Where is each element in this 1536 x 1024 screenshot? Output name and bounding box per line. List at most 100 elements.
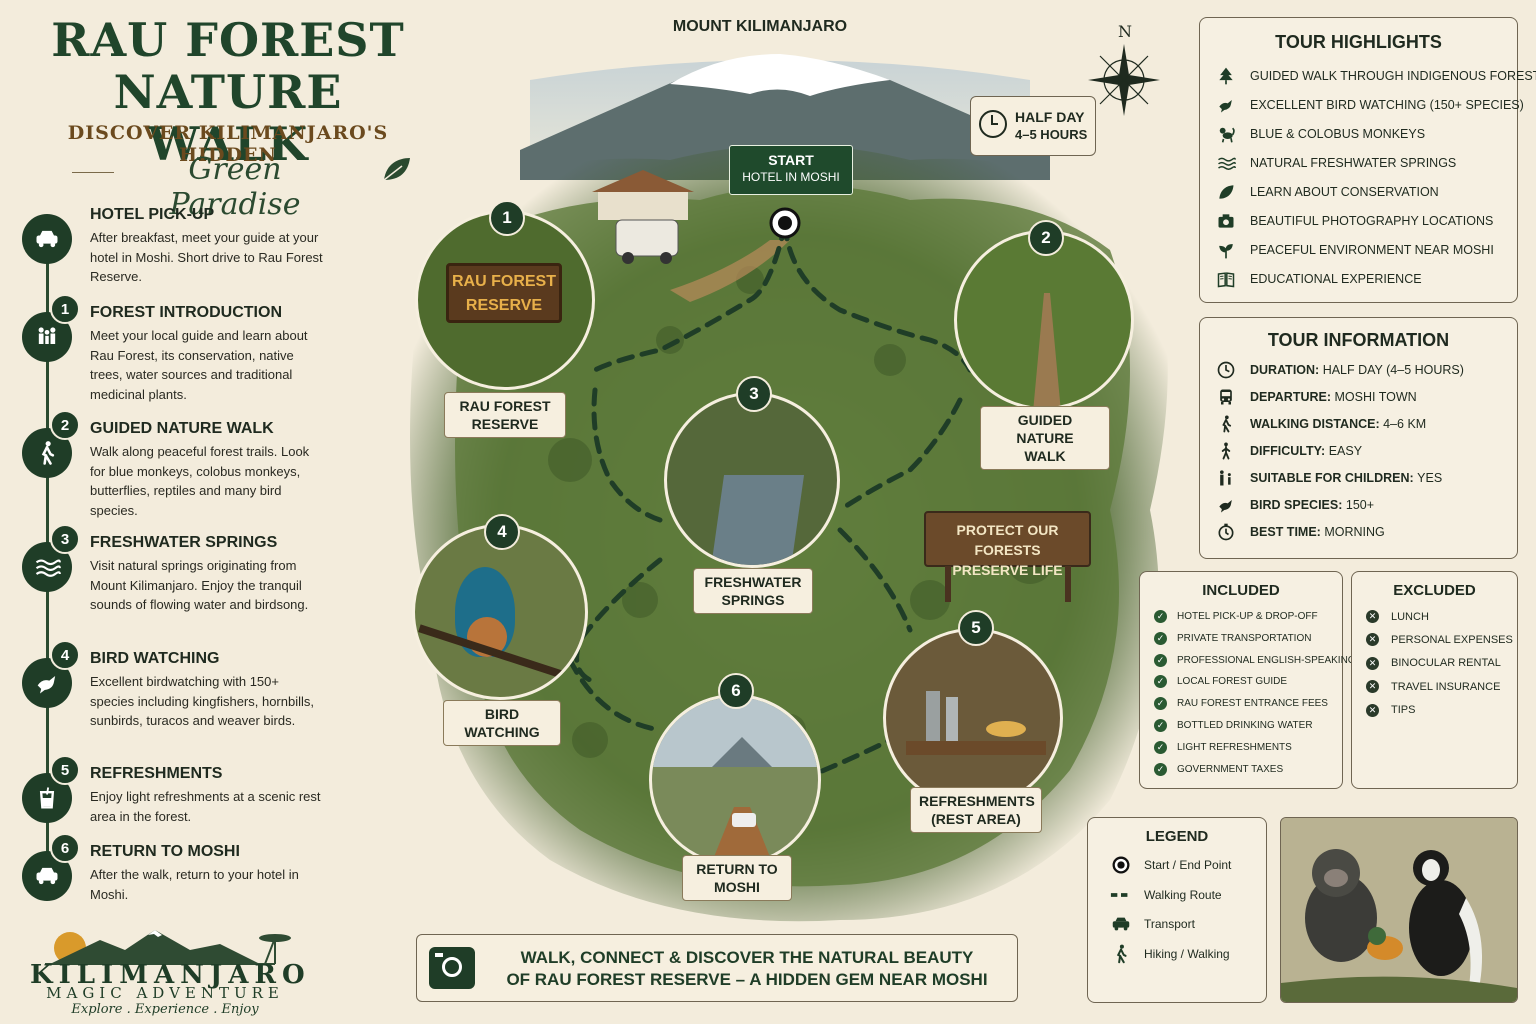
protect-sign: PROTECT OUR FORESTS PRESERVE LIFE	[925, 520, 1090, 580]
excluded-item: ✕TRAVEL INSURANCE	[1366, 680, 1500, 694]
info-value: 4–6 KM	[1383, 417, 1427, 431]
highlight-text: PEACEFUL ENVIRONMENT NEAR MOSHI	[1250, 243, 1494, 257]
duration-badge: HALF DAY 4–5 HOURS	[970, 96, 1096, 156]
stop-photo	[412, 524, 588, 700]
stop-label-line-2: WATCHING	[464, 724, 540, 740]
included-item: ✓LOCAL FOREST GUIDE	[1154, 675, 1287, 689]
plant-icon	[1216, 240, 1236, 260]
info-label: DIFFICULTY:	[1250, 444, 1326, 458]
legend-text: Hiking / Walking	[1144, 946, 1230, 961]
tagline: Green Paradise	[169, 152, 301, 222]
step-desc: Excellent birdwatching with 150+ species…	[90, 674, 315, 728]
cross-icon: ✕	[1366, 680, 1379, 694]
walker-icon	[1216, 441, 1236, 461]
info-value: MOSHI TOWN	[1334, 390, 1417, 404]
hiker-icon	[1108, 943, 1134, 965]
stop-photo	[649, 694, 821, 866]
info-item: SUITABLE FOR CHILDREN: YES	[1216, 468, 1442, 488]
excluded-text: LUNCH	[1391, 610, 1429, 623]
stop-photo: RAU FOREST RESERVE	[415, 210, 595, 390]
info-label: DEPARTURE:	[1250, 390, 1332, 404]
legend-text: Start / End Point	[1144, 858, 1232, 872]
brand-logo: KILIMANJARO MAGIC ADVENTURE Explore . Ex…	[30, 918, 320, 1018]
highlight-text: EXCELLENT BIRD WATCHING (150+ SPECIES)	[1250, 98, 1524, 112]
family-icon	[1216, 468, 1236, 488]
info-item: DIFFICULTY: EASY	[1216, 441, 1362, 461]
check-icon: ✓	[1154, 740, 1167, 754]
duration-badge-line-1: HALF DAY	[1015, 109, 1085, 125]
cross-icon: ✕	[1366, 610, 1379, 623]
start-sub: HOTEL IN MOSHI	[742, 170, 840, 184]
stop-label-line-2: (REST AREA)	[931, 811, 1021, 827]
stop-number: 6	[718, 673, 754, 709]
car-icon	[22, 214, 72, 264]
info-label: WALKING DISTANCE:	[1250, 417, 1380, 431]
included-text: PROFESSIONAL ENGLISH-SPEAKING GUIDE	[1177, 654, 1391, 666]
legend-item: Walking Route	[1108, 884, 1222, 906]
sign-line-1: PROTECT OUR FORESTS	[956, 522, 1059, 558]
included-item: ✓BOTTLED DRINKING WATER	[1154, 719, 1313, 732]
reserve-sign-line-2: RESERVE	[465, 297, 543, 314]
highlight-item: NATURAL FRESHWATER SPRINGS	[1216, 153, 1456, 173]
highlight-item: EDUCATIONAL EXPERIENCE	[1216, 269, 1422, 289]
stop-number: 1	[489, 200, 525, 236]
bottom-banner: WALK, CONNECT & DISCOVER THE NATURAL BEA…	[416, 934, 1018, 1002]
step-desc: Enjoy light refreshments at a scenic res…	[90, 789, 321, 824]
stop-label-line-1: BIRD	[484, 706, 520, 722]
included-panel: INCLUDED ✓HOTEL PICK-UP & DROP-OFF✓PRIVA…	[1139, 571, 1390, 789]
excluded-item: ✕ LUNCH	[1366, 610, 1429, 623]
stop-number: 4	[484, 514, 520, 550]
stop-label-line-1: FRESHWATER	[704, 574, 802, 590]
divider	[72, 172, 114, 173]
camera-icon	[429, 947, 475, 989]
info-value: EASY	[1328, 444, 1363, 458]
legend-text: Walking Route	[1144, 887, 1222, 902]
stop-photo	[954, 230, 1134, 410]
highlight-item: BEAUTIFUL PHOTOGRAPHY LOCATIONS	[1216, 211, 1493, 231]
excluded-item: ✕ TIPS	[1366, 703, 1416, 717]
info-label: BEST TIME:	[1250, 525, 1321, 539]
info-title: TOUR INFORMATION	[1267, 330, 1450, 350]
step-desc: Meet your local guide and learn about Ra…	[90, 328, 308, 402]
excluded-title: EXCLUDED	[1393, 582, 1476, 599]
sign-line-2: PRESERVE LIFE	[952, 562, 1063, 578]
stop-label-line-2: WALK	[1024, 448, 1066, 464]
car-icon	[22, 851, 72, 901]
check-icon: ✓	[1154, 653, 1167, 667]
compass-rose-icon: N	[1088, 22, 1160, 122]
info-value: MORNING	[1324, 525, 1385, 539]
cross-icon: ✕	[1366, 656, 1379, 670]
cross-icon: ✕	[1366, 703, 1379, 717]
info-value: 150+	[1345, 498, 1375, 512]
step-number: 5	[50, 755, 80, 785]
clock-icon	[1216, 360, 1236, 380]
step-desc: After the walk, return to your hotel in …	[90, 867, 299, 902]
step-number: 6	[50, 833, 80, 863]
step-title: FOREST INTRODUCTION	[90, 304, 282, 321]
hiker-icon	[1216, 414, 1236, 434]
stop-label-line-1: RETURN TO	[696, 861, 778, 877]
info-item: BEST TIME: MORNING	[1216, 522, 1385, 542]
stop-label: BIRD WATCHING	[443, 700, 561, 746]
step-desc: Visit natural springs originating from M…	[90, 558, 309, 612]
step-desc: Walk along peaceful forest trails. Look …	[90, 444, 310, 518]
excluded-panel: EXCLUDED ✕LUNCH✕PERSONAL EXPENSES✕BINOCU…	[1351, 571, 1518, 789]
monkeys-illustration	[1280, 817, 1518, 1003]
step-number: 2	[50, 410, 80, 440]
mountain-label: MOUNT KILIMANJARO	[672, 18, 848, 35]
cross-icon: ✕	[1366, 633, 1379, 647]
water-icon	[1216, 153, 1236, 173]
highlight-text: BLUE & COLOBUS MONKEYS	[1250, 127, 1426, 141]
excluded-text: TIPS	[1391, 704, 1416, 717]
stop-label-line-1: REFRESHMENTS	[919, 793, 1035, 809]
highlights-panel: TOUR HIGHLIGHTS GUIDED WALK THROUGH INDI…	[1199, 17, 1536, 303]
step-title: HOTEL PICK-UP	[90, 206, 215, 223]
monkey-icon	[1216, 124, 1236, 144]
included-text: PRIVATE TRANSPORTATION	[1177, 632, 1312, 644]
included-text: GOVERNMENT TAXES	[1177, 763, 1284, 775]
step-title: GUIDED NATURE WALK	[90, 420, 274, 437]
bird-icon	[1216, 495, 1236, 515]
